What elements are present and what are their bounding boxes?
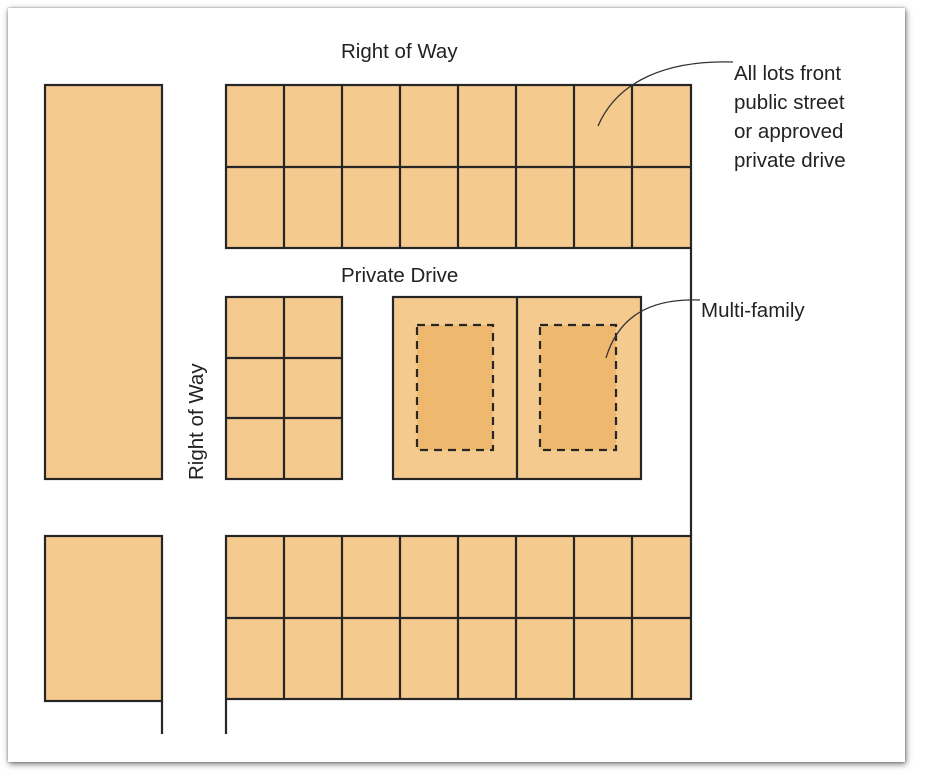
lots-note-line-2: public street <box>734 91 845 114</box>
right-of-way-vertical-label: Right of Way <box>185 363 208 480</box>
multi-family-leader <box>605 299 701 359</box>
multi-family-label: Multi-family <box>701 299 805 322</box>
lots-note-line-4: private drive <box>734 149 846 172</box>
site-plan-diagram: Right of Way Private Drive Right of Way … <box>43 40 846 734</box>
lots-note-line-1: All lots front <box>734 62 841 85</box>
multi-family-parcel <box>391 295 643 481</box>
private-drive-label: Private Drive <box>341 264 458 287</box>
top-lot-block <box>224 83 693 250</box>
diagram-frame: Right of Way Private Drive Right of Way … <box>8 8 905 762</box>
right-of-way-top-label: Right of Way <box>341 40 458 63</box>
multi-family-building-left <box>415 323 495 452</box>
left-parcel-lower <box>43 534 164 703</box>
left-parcel-upper <box>43 83 164 481</box>
lots-note-line-3: or approved <box>734 120 843 143</box>
lots-note-leader <box>597 61 734 127</box>
multi-family-building-right <box>538 323 618 452</box>
bottom-lot-block <box>224 534 693 701</box>
small-lot-block <box>224 295 344 481</box>
